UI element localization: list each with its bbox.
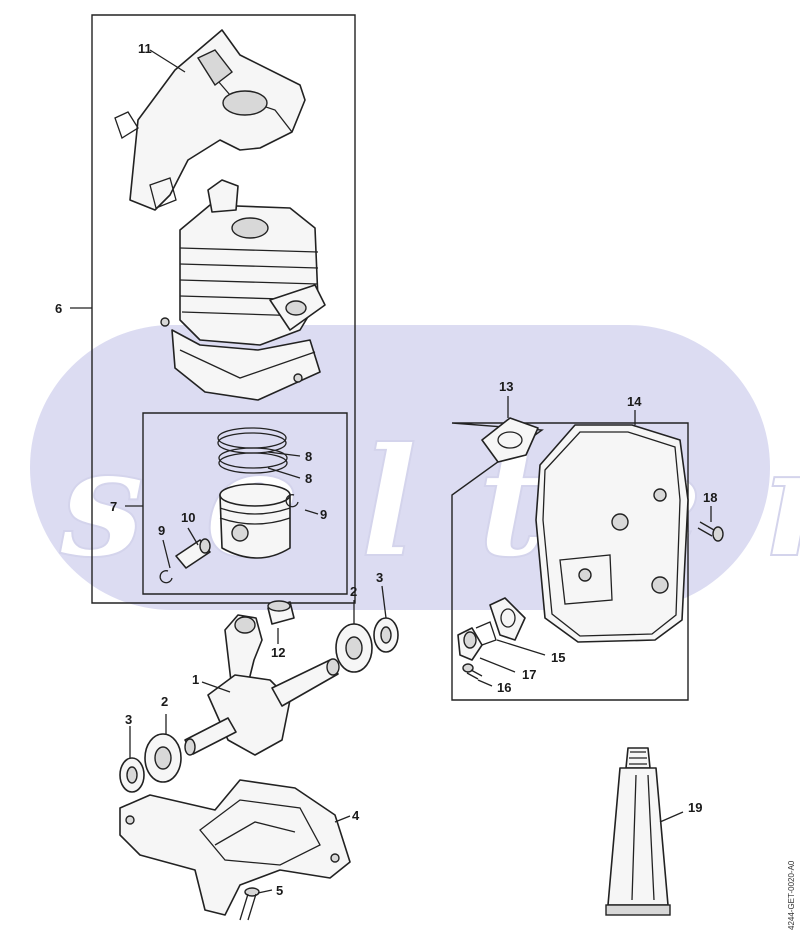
crankcase-screw: [239, 887, 260, 921]
callout-13: 13: [499, 379, 513, 394]
cylinder-group-box: [91, 14, 356, 604]
callout-11: 11: [138, 41, 152, 56]
callout-18: 18: [703, 490, 717, 505]
leader-lines: [70, 49, 712, 894]
grease-tube: [605, 747, 671, 916]
muffler-gasket: [481, 417, 539, 463]
flange-gasket: [489, 597, 526, 641]
callout-3-right: 3: [376, 570, 383, 585]
callout-19: 19: [688, 800, 702, 815]
callout-16: 16: [497, 680, 511, 695]
callout-labels: 11 6 7 8 8 9 9 10 12 1 2 3 2 3 4 5 13 14…: [55, 41, 717, 898]
callout-9-left: 9: [158, 523, 165, 538]
cylinder: [160, 179, 326, 401]
shaft-seal-right: [373, 617, 399, 653]
piston-pin: [175, 538, 211, 569]
circlip-right: [285, 494, 299, 508]
exhaust-flange: [457, 621, 497, 661]
callout-17: 17: [522, 667, 536, 682]
crankcase: [119, 779, 351, 916]
callout-9-right: 9: [320, 507, 327, 522]
ball-bearing-left: [144, 733, 182, 783]
piston: [219, 483, 291, 559]
callout-15: 15: [551, 650, 565, 665]
callout-3-left: 3: [125, 712, 132, 727]
shaft-seal-left: [119, 757, 145, 793]
document-id: 4244-GET-0020-A0: [787, 860, 796, 930]
muffler-group-box: [451, 422, 689, 701]
watermark-text: s e l t e r o: [59, 415, 800, 591]
callout-10: 10: [181, 510, 195, 525]
crankshaft: [184, 614, 340, 756]
flange-screw: [462, 663, 483, 680]
callout-8-bottom: 8: [305, 471, 312, 486]
callout-8-top: 8: [305, 449, 312, 464]
piston-group-box: [142, 412, 348, 595]
callout-4: 4: [352, 808, 360, 823]
circlip-left: [159, 570, 173, 584]
muffler-screw: [697, 521, 724, 542]
callout-14: 14: [627, 394, 642, 409]
muffler: [535, 424, 689, 643]
piston-rings: [217, 427, 288, 474]
callout-6: 6: [55, 301, 62, 316]
cylinder-shroud: [114, 29, 306, 211]
callout-7: 7: [110, 499, 117, 514]
callout-2-left: 2: [161, 694, 168, 709]
callout-1: 1: [192, 672, 199, 687]
callout-5: 5: [276, 883, 283, 898]
ball-bearing-right: [335, 623, 373, 673]
needle-bearing: [267, 600, 295, 625]
callout-12: 12: [271, 645, 285, 660]
callout-2-right: 2: [350, 584, 357, 599]
